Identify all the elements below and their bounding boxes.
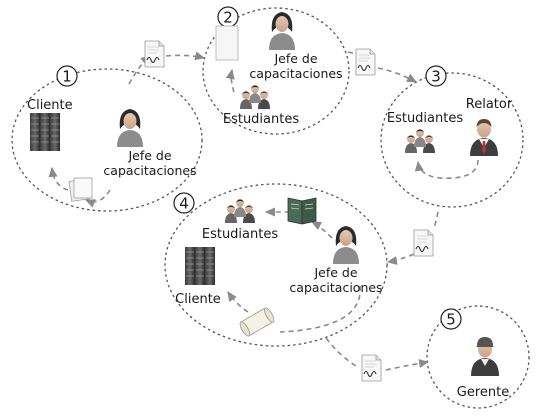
step-2-region <box>202 7 350 135</box>
step-1-inner-arrow <box>84 189 111 208</box>
book-icon <box>287 197 317 225</box>
flow-arrow-2 <box>165 51 206 61</box>
svg-text:2: 2 <box>223 9 233 27</box>
step-1-manager-label: Jefe de <box>127 148 171 163</box>
step-4-inner-arrow-4 <box>227 291 249 313</box>
flow-arrow-3b <box>377 67 417 83</box>
step-1-client-label: Cliente <box>27 98 73 113</box>
document-stack-icon <box>68 177 93 202</box>
step-5-badge: 5 <box>440 308 462 330</box>
flow-arrow-5b <box>385 359 430 371</box>
flow-arrow-5a <box>325 337 357 367</box>
document-icon <box>361 354 382 382</box>
man-person-icon <box>470 119 498 156</box>
svg-text:1: 1 <box>62 68 72 86</box>
step-4-manager-label-2: capacitaciones <box>289 280 382 295</box>
scroll-certificate-icon <box>239 307 275 337</box>
flow-arrow-3a <box>347 51 363 59</box>
woman-person-icon <box>269 12 295 50</box>
flow-arrow-1 <box>128 55 151 85</box>
step-2-students-label: Estudiantes <box>223 112 299 127</box>
server-rack-icon <box>184 246 216 286</box>
woman-person-icon <box>117 109 143 147</box>
document-icon <box>144 40 165 68</box>
step-3-inner-arrow <box>414 159 479 179</box>
step-1-badge: 1 <box>56 65 78 87</box>
woman-person-icon <box>333 226 359 264</box>
people-group-icon <box>405 129 435 153</box>
step-4-students-label: Estudiantes <box>202 227 278 242</box>
svg-text:4: 4 <box>179 195 189 213</box>
document-icon <box>355 48 376 76</box>
step-4-badge: 4 <box>173 192 195 214</box>
step-1-manager-label-2: capacitaciones <box>103 163 196 178</box>
step-3-students-label: Estudiantes <box>387 111 463 126</box>
step-4-manager-label: Jefe de <box>313 265 357 280</box>
svg-text:3: 3 <box>431 68 441 86</box>
document-icon <box>413 229 434 257</box>
step-2-manager-label-2: capacitaciones <box>249 66 342 81</box>
step-5-region <box>426 305 530 409</box>
flow-arrow-4b <box>386 253 415 265</box>
step-4-inner-arrow-2 <box>310 221 333 239</box>
flow-arrow-4a <box>433 211 439 229</box>
step-3-speaker-label: Relator <box>466 97 513 112</box>
document-sheet-icon <box>215 25 239 61</box>
step-2-manager-label: Jefe de <box>273 51 317 66</box>
step-3-region <box>380 72 524 208</box>
step-5-manager-label: Gerente <box>457 385 509 400</box>
man-person-icon <box>471 337 499 376</box>
server-rack-icon <box>29 112 61 152</box>
step-4-region <box>164 183 388 347</box>
step-4-client-label: Cliente <box>175 292 221 307</box>
step-1-return-arrow <box>48 166 69 191</box>
step-3-badge: 3 <box>425 65 447 87</box>
step-2-inner-arrow <box>225 68 235 93</box>
svg-text:5: 5 <box>446 311 456 329</box>
step-2-badge: 2 <box>217 6 239 28</box>
people-group-icon <box>225 199 255 223</box>
step-1-region <box>11 68 203 212</box>
step-4-inner-arrow-3 <box>279 285 361 333</box>
people-group-icon <box>240 85 270 109</box>
